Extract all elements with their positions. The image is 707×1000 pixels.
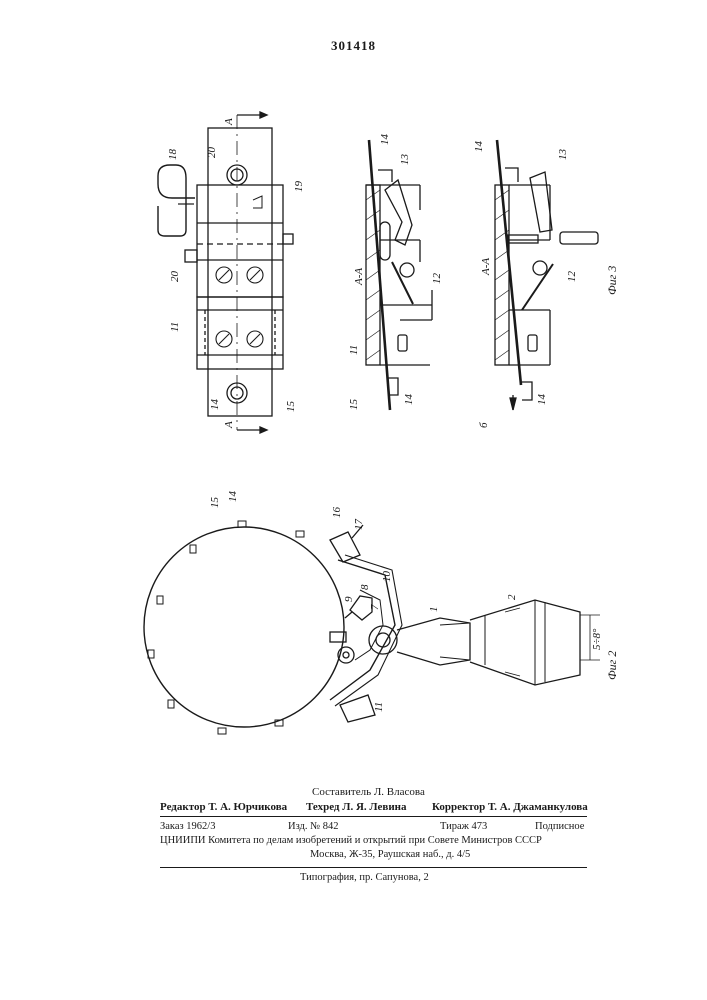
fig3-section-aa — [366, 140, 432, 410]
printing: Типография, пр. Сапунова, 2 — [300, 871, 429, 885]
divider-top — [160, 816, 587, 817]
label-10-fig2: 10 — [381, 571, 393, 583]
fig2-assembly — [144, 521, 600, 734]
divider-bottom — [160, 867, 587, 868]
label-20-bottom: 20 — [169, 271, 181, 283]
techred: Техред Л. Я. Левина — [306, 800, 407, 814]
institute: ЦНИИПИ Комитета по делам изобретений и о… — [160, 834, 542, 848]
label-13-b: 13 — [557, 149, 569, 161]
angle-label: 5÷8° — [591, 628, 603, 650]
label-14-fig2: 14 — [227, 491, 239, 503]
label-11-aa: 11 — [348, 345, 360, 355]
section-b-label: А-А — [480, 258, 492, 276]
imprint-block: Составитель Л. Власова Редактор Т. А. Юр… — [0, 785, 707, 920]
label-20-top: 20 — [206, 147, 218, 159]
section-aa-label: А-А — [353, 268, 365, 286]
fig3-section-b — [495, 140, 598, 410]
cut-letter-top: А — [223, 118, 235, 126]
corrector: Корректор Т. А. Джаманкулова — [432, 800, 588, 814]
label-19: 19 — [293, 181, 305, 193]
circulation: Тираж 473 — [440, 820, 487, 834]
label-9-fig2: 9 — [343, 596, 355, 602]
direction-label: б — [478, 422, 490, 428]
label-13-aa: 13 — [399, 154, 411, 166]
label-17-fig2: 17 — [353, 519, 365, 531]
label-15-plan: 15 — [285, 401, 297, 413]
label-11-plan: 11 — [169, 322, 181, 332]
label-14-aa-bottom: 14 — [403, 394, 415, 406]
label-11-fig2: 11 — [373, 702, 385, 712]
label-14-b-bottom: 14 — [536, 394, 548, 406]
label-15-fig2: 15 — [209, 497, 221, 509]
editor: Редактор Т. А. Юрчикова — [160, 800, 287, 814]
label-7-fig2: 7 — [369, 604, 381, 610]
edition: Изд. № 842 — [288, 820, 339, 834]
label-18: 18 — [167, 149, 179, 161]
label-12-b: 12 — [566, 271, 578, 283]
label-8-fig2: 8 — [359, 584, 371, 590]
label-14-plan: 14 — [209, 399, 221, 411]
fig3-caption: Фиг 3 — [605, 266, 619, 295]
label-16-fig2: 16 — [331, 507, 343, 519]
label-14-aa-top: 14 — [379, 134, 391, 146]
address: Москва, Ж-35, Раушская наб., д. 4/5 — [310, 848, 470, 862]
label-12-aa: 12 — [431, 273, 443, 285]
technical-drawing: 18 20 19 20 11 14 15 А А 14 13 А-А 12 11… — [0, 0, 707, 800]
compiler: Составитель Л. Власова — [312, 785, 425, 799]
label-1-fig2: 1 — [428, 607, 440, 613]
order: Заказ 1962/3 — [160, 820, 215, 834]
label-2-fig2: 2 — [506, 594, 518, 600]
cut-letter-bottom: А — [223, 421, 235, 429]
label-15-aa: 15 — [348, 399, 360, 411]
fig2-caption: Фиг 2 — [605, 651, 619, 680]
subscription: Подписное — [535, 820, 584, 834]
label-14-b-top: 14 — [473, 141, 485, 153]
